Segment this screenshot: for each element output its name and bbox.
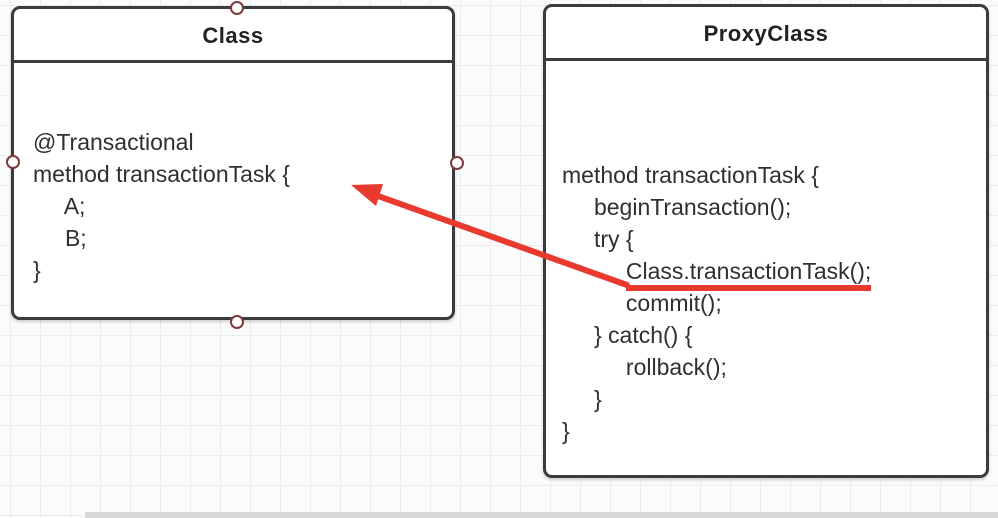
code-indent <box>562 226 594 252</box>
code-line: try { <box>562 223 976 255</box>
code-line: beginTransaction(); <box>562 191 976 223</box>
code-line: @Transactional <box>33 126 442 158</box>
code-text: A; <box>63 193 86 219</box>
connection-handle-left-icon[interactable] <box>6 155 20 169</box>
proxy-class-box[interactable]: ProxyClass method transactionTask { begi… <box>543 4 989 478</box>
code-indent <box>562 354 626 380</box>
code-indent <box>562 322 594 348</box>
code-text: B; <box>64 225 87 251</box>
code-line: rollback(); <box>562 351 976 383</box>
code-text: rollback(); <box>625 354 727 380</box>
class-box-title: Class <box>14 9 452 63</box>
code-indent <box>33 193 64 219</box>
code-line: } <box>33 254 442 286</box>
code-text: commit(); <box>625 290 722 316</box>
code-text: } catch() { <box>593 322 693 348</box>
proxy-class-box-code: method transactionTask { beginTransactio… <box>546 61 986 447</box>
code-line: A; <box>33 190 442 222</box>
code-line: commit(); <box>562 287 976 319</box>
class-box[interactable]: Class @Transactional method transactionTa… <box>6 1 464 329</box>
code-text: } <box>593 386 602 412</box>
code-indent <box>562 258 626 284</box>
code-line: } <box>562 415 976 447</box>
code-line: method transactionTask { <box>562 159 976 191</box>
code-indent <box>562 194 594 220</box>
code-indent <box>562 386 594 412</box>
code-line: method transactionTask { <box>33 158 442 190</box>
code-text: beginTransaction(); <box>593 194 792 220</box>
code-line: Class.transactionTask(); <box>562 255 976 291</box>
connection-handle-bottom-icon[interactable] <box>230 315 244 329</box>
code-text: try { <box>593 226 634 252</box>
connection-handle-top-icon[interactable] <box>230 1 244 15</box>
code-text: } <box>33 257 41 283</box>
bottom-edge-bar <box>85 512 998 518</box>
code-text: } <box>562 418 570 444</box>
code-line: } <box>562 383 976 415</box>
code-line: } catch() { <box>562 319 976 351</box>
code-indent <box>562 290 626 316</box>
code-line: B; <box>33 222 442 254</box>
proxy-class-box-title: ProxyClass <box>546 7 986 61</box>
code-text: @Transactional <box>33 129 194 155</box>
highlighted-code-text: Class.transactionTask(); <box>625 258 872 291</box>
code-text: method transactionTask { <box>562 162 819 188</box>
code-text: method transactionTask { <box>33 161 290 187</box>
code-indent <box>33 225 65 251</box>
class-box-code: @Transactional method transactionTask { A… <box>14 63 452 286</box>
connection-handle-right-icon[interactable] <box>450 156 464 170</box>
